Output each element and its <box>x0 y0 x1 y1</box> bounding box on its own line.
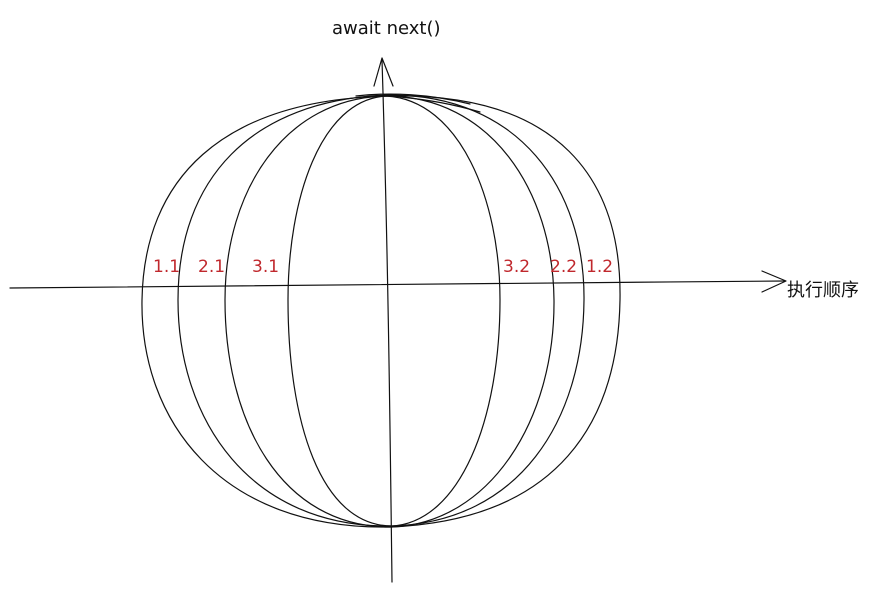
inner-ellipse <box>224 95 555 528</box>
middle-ellipse <box>177 94 585 527</box>
marker-2-2: 2.2 <box>550 257 577 277</box>
outer-ellipse <box>141 95 621 528</box>
y-axis-arrowhead <box>373 57 394 87</box>
marker-3-1: 3.1 <box>252 257 279 277</box>
x-axis-line <box>9 280 786 289</box>
marker-2-1: 2.1 <box>198 257 225 277</box>
marker-1-2: 1.2 <box>586 257 613 277</box>
marker-3-2: 3.2 <box>503 257 530 277</box>
y-axis-line <box>381 59 393 583</box>
top-sketch-strokes <box>355 93 481 113</box>
x-axis-arrowhead <box>761 270 787 293</box>
x-axis-label: 执行顺序 <box>787 280 859 301</box>
marker-1-1: 1.1 <box>153 257 180 277</box>
innermost-ellipse <box>287 95 501 527</box>
y-axis-label: await next() <box>332 18 440 39</box>
